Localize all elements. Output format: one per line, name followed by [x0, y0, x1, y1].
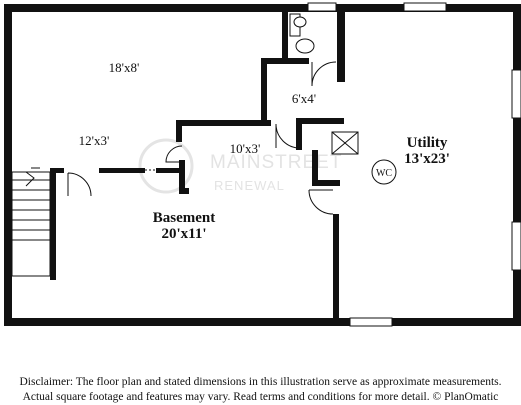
wall-6x4-top [261, 58, 309, 64]
wall-utility-inner-horz [312, 180, 340, 186]
room-label-12x3: 12'x3' [79, 133, 110, 148]
stair-outline [11, 171, 51, 277]
staircase [11, 167, 51, 277]
window-top-1 [307, 2, 337, 12]
room-label-utility: Utility [407, 135, 448, 151]
door-bath [311, 61, 337, 87]
room-label-6x4: 6'x4' [292, 91, 316, 106]
wall-12x3-bottom-c [156, 168, 182, 173]
room-label-basement: Basement [153, 210, 216, 226]
wall-utility-west-upper [337, 10, 345, 82]
wall-stack-vert [296, 118, 302, 150]
door-6x4 [275, 123, 301, 149]
disclaimer-line-2: Actual square footage and features may v… [22, 391, 499, 403]
window-top-2 [403, 2, 447, 12]
wall-top [4, 4, 517, 12]
watermark-line2: RENEWAL [214, 178, 285, 193]
wall-stair-east [50, 168, 56, 280]
wall-left [4, 4, 12, 326]
window-bottom [349, 317, 393, 327]
wc-label: WC [376, 168, 392, 179]
water-heater: WC [371, 159, 397, 185]
wall-hall-west [176, 120, 182, 142]
doors [67, 61, 337, 215]
disclaimer: Disclaimer: The floor plan and stated di… [0, 375, 521, 405]
wall-right [513, 4, 521, 326]
wall-utility-inner-vert [312, 150, 318, 186]
wall-12x3-bottom-b [99, 168, 145, 173]
watermark: MAINSTREET RENEWAL [138, 138, 342, 194]
door-12x3 [67, 172, 92, 197]
wall-hall-west-lower [179, 160, 185, 192]
room-label-utility-dim: 13'x23' [404, 151, 450, 167]
door-hall-west [165, 145, 183, 163]
window-right-2 [511, 221, 521, 271]
wall-hall-bottom [179, 188, 189, 194]
room-label-18x8: 18'x8' [109, 60, 140, 75]
toilet [289, 13, 315, 54]
wall-bottom [4, 318, 521, 326]
utility-chase [331, 131, 359, 155]
disclaimer-line-1: Disclaimer: The floor plan and stated di… [19, 376, 502, 388]
walls [4, 4, 521, 326]
wall-hall-top [176, 120, 271, 126]
door-utility [308, 189, 334, 215]
room-label-basement-dim: 20'x11' [161, 226, 206, 242]
wall-utility-west-lower [333, 214, 339, 320]
watermark-logo-ring [138, 138, 194, 194]
wall-6x4-west [261, 58, 267, 120]
windows [307, 2, 521, 327]
window-right-1 [511, 69, 521, 119]
room-label-10x3: 10'x3' [230, 141, 261, 156]
toilet-bowl [295, 38, 315, 54]
wall-12x3-bottom-a [50, 168, 64, 173]
wall-6x4-bottom [296, 118, 344, 124]
wall-bath-west [282, 10, 288, 62]
watermark-line1: MAINSTREET [210, 152, 342, 173]
sink [293, 16, 307, 28]
